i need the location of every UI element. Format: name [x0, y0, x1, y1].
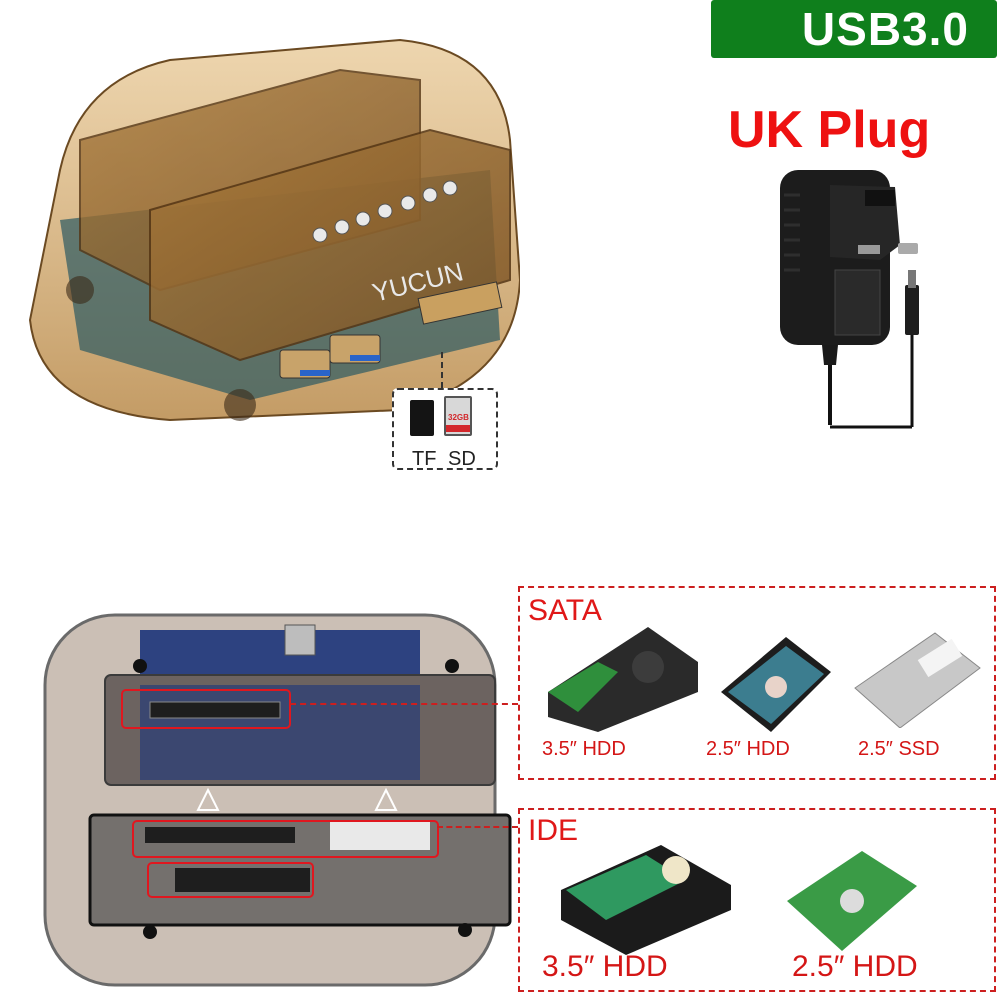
sata-title: SATA [528, 594, 602, 627]
dock-illustration-icon: YUCUN [28, 38, 522, 422]
hdd-3-5-sata-icon [548, 627, 698, 732]
sd-label: SD [448, 448, 476, 470]
sata-group: SATA 3.5″ HDD 2.5″ HDD 2.5″ SSD [518, 586, 996, 780]
drive-label: 2.5″ HDD [792, 950, 918, 983]
ide-group: IDE 3.5″ HDD 2.5″ HDD [518, 808, 996, 992]
drive-label: 2.5″ SSD [858, 738, 940, 760]
microsd-card-icon [410, 400, 434, 436]
drive-label: 3.5″ HDD [542, 738, 626, 760]
uk-plug-heading: UK Plug [728, 101, 931, 159]
drive-label: 3.5″ HDD [542, 950, 668, 983]
hdd-2-5-sata-icon [721, 637, 831, 732]
hdd-2-5-ide-icon [787, 851, 917, 951]
card-callout-line [441, 352, 443, 388]
ide-title: IDE [528, 814, 579, 847]
ide-connector-line [437, 826, 518, 828]
card-slot-callout: 32GB TF SD [392, 388, 498, 470]
docking-station-top-view: YUCUN [20, 20, 522, 430]
usb3-badge: USB3.0 [711, 0, 997, 58]
uk-power-adapter-icon [770, 165, 940, 435]
hdd-3-5-ide-icon [561, 845, 731, 955]
sata-connector-line [290, 703, 518, 705]
ssd-2-5-icon [854, 632, 981, 728]
sd-card-icon: 32GB [444, 396, 472, 436]
tf-label: TF [412, 448, 437, 470]
drive-label: 2.5″ HDD [706, 738, 790, 760]
docking-station-front-view [30, 590, 520, 995]
